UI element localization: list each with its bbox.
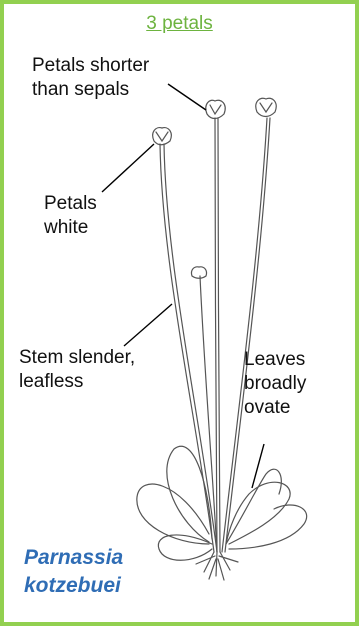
label-petals-white-line1: Petals <box>44 192 97 216</box>
stem-2 <box>215 118 217 552</box>
label-leaves: Leaves broadly ovate <box>244 348 306 420</box>
species-genus: Parnassia <box>24 544 123 572</box>
label-leaves-line2: broadly <box>244 372 306 396</box>
pointer-petals-shorter <box>168 84 206 110</box>
label-stem-line1: Stem slender, <box>19 346 135 370</box>
flower-3 <box>256 98 276 116</box>
label-petals-white-line2: white <box>44 216 97 240</box>
label-leaves-line3: ovate <box>244 396 306 420</box>
species-name: Parnassia kotzebuei <box>24 544 123 600</box>
label-petals-shorter-line2: than sepals <box>32 78 149 102</box>
flower-2 <box>206 100 225 118</box>
pointer-petals-white <box>102 144 154 192</box>
stem-2b <box>218 118 220 552</box>
label-petals-shorter-line1: Petals shorter <box>32 54 149 78</box>
label-stem-line2: leafless <box>19 370 135 394</box>
species-epithet: kotzebuei <box>24 572 123 600</box>
pointer-stem <box>124 304 172 346</box>
leaf-right-3 <box>229 505 307 549</box>
label-leaves-line1: Leaves <box>244 348 306 372</box>
heading: 3 petals <box>4 12 355 36</box>
leaf-right <box>226 482 290 544</box>
roots <box>196 552 238 580</box>
pointer-leaves <box>252 444 264 488</box>
label-stem: Stem slender, leafless <box>19 346 135 394</box>
flower-4 <box>191 267 206 278</box>
stem-3 <box>222 118 267 552</box>
label-petals-white: Petals white <box>44 192 97 240</box>
label-petals-shorter: Petals shorter than sepals <box>32 54 149 102</box>
flower-1 <box>153 128 172 145</box>
